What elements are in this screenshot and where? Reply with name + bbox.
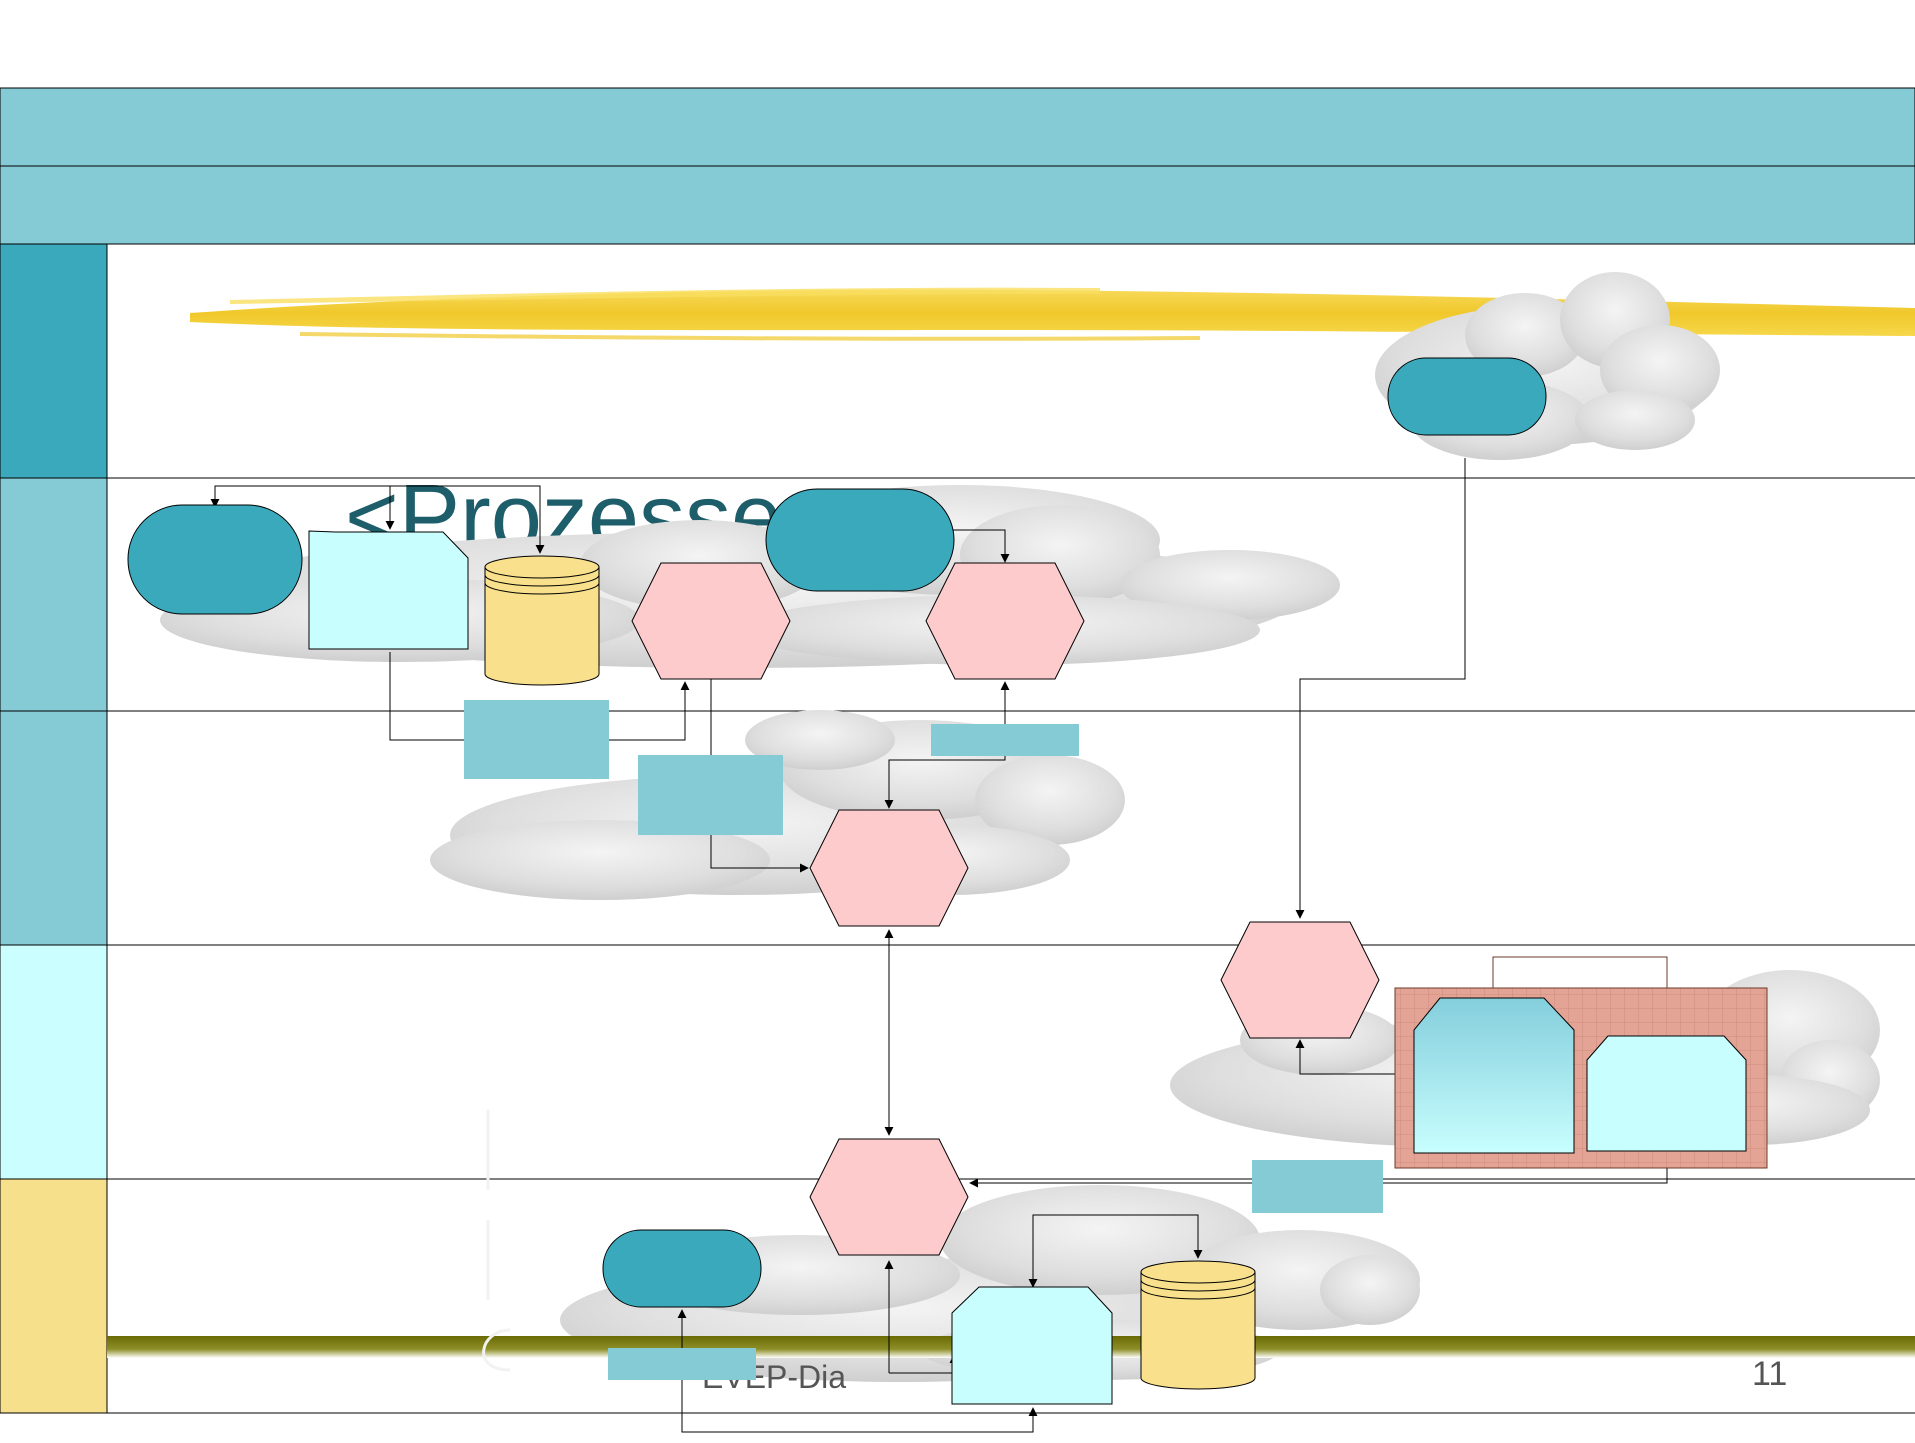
function-hexagon: [809, 809, 969, 927]
document-shape: [1586, 1035, 1747, 1152]
info-label-box: [608, 1348, 756, 1380]
database-cylinder: [1140, 1260, 1256, 1390]
document-shape: [308, 530, 469, 650]
header-band-top: [0, 87, 1915, 167]
function-hexagon: [809, 1138, 969, 1256]
faint-outline-lettering: [482, 1110, 511, 1372]
lane-label-1: [0, 243, 108, 479]
lane-label-3: [0, 710, 108, 946]
database-cylinder: [484, 555, 600, 686]
lane-label-5: [0, 1178, 108, 1414]
info-label-box: [931, 724, 1079, 756]
lane-label-4: [0, 944, 108, 1180]
event-shape: [127, 504, 303, 615]
event-shape: [1387, 357, 1547, 436]
lane-label-2: [0, 477, 108, 712]
info-label-box: [464, 700, 609, 779]
function-hexagon: [925, 562, 1085, 680]
lane-separators: [0, 243, 1915, 1414]
event-shape: [765, 488, 955, 592]
function-hexagon: [1220, 921, 1380, 1039]
info-label-box: [1252, 1160, 1383, 1213]
function-hexagon: [631, 562, 791, 680]
page-number: 11: [1752, 1355, 1787, 1393]
document-shape: [1413, 997, 1575, 1154]
header-band-second: [0, 165, 1915, 245]
document-shape: [951, 1286, 1113, 1405]
info-label-box: [638, 755, 783, 835]
event-shape: [602, 1229, 762, 1308]
